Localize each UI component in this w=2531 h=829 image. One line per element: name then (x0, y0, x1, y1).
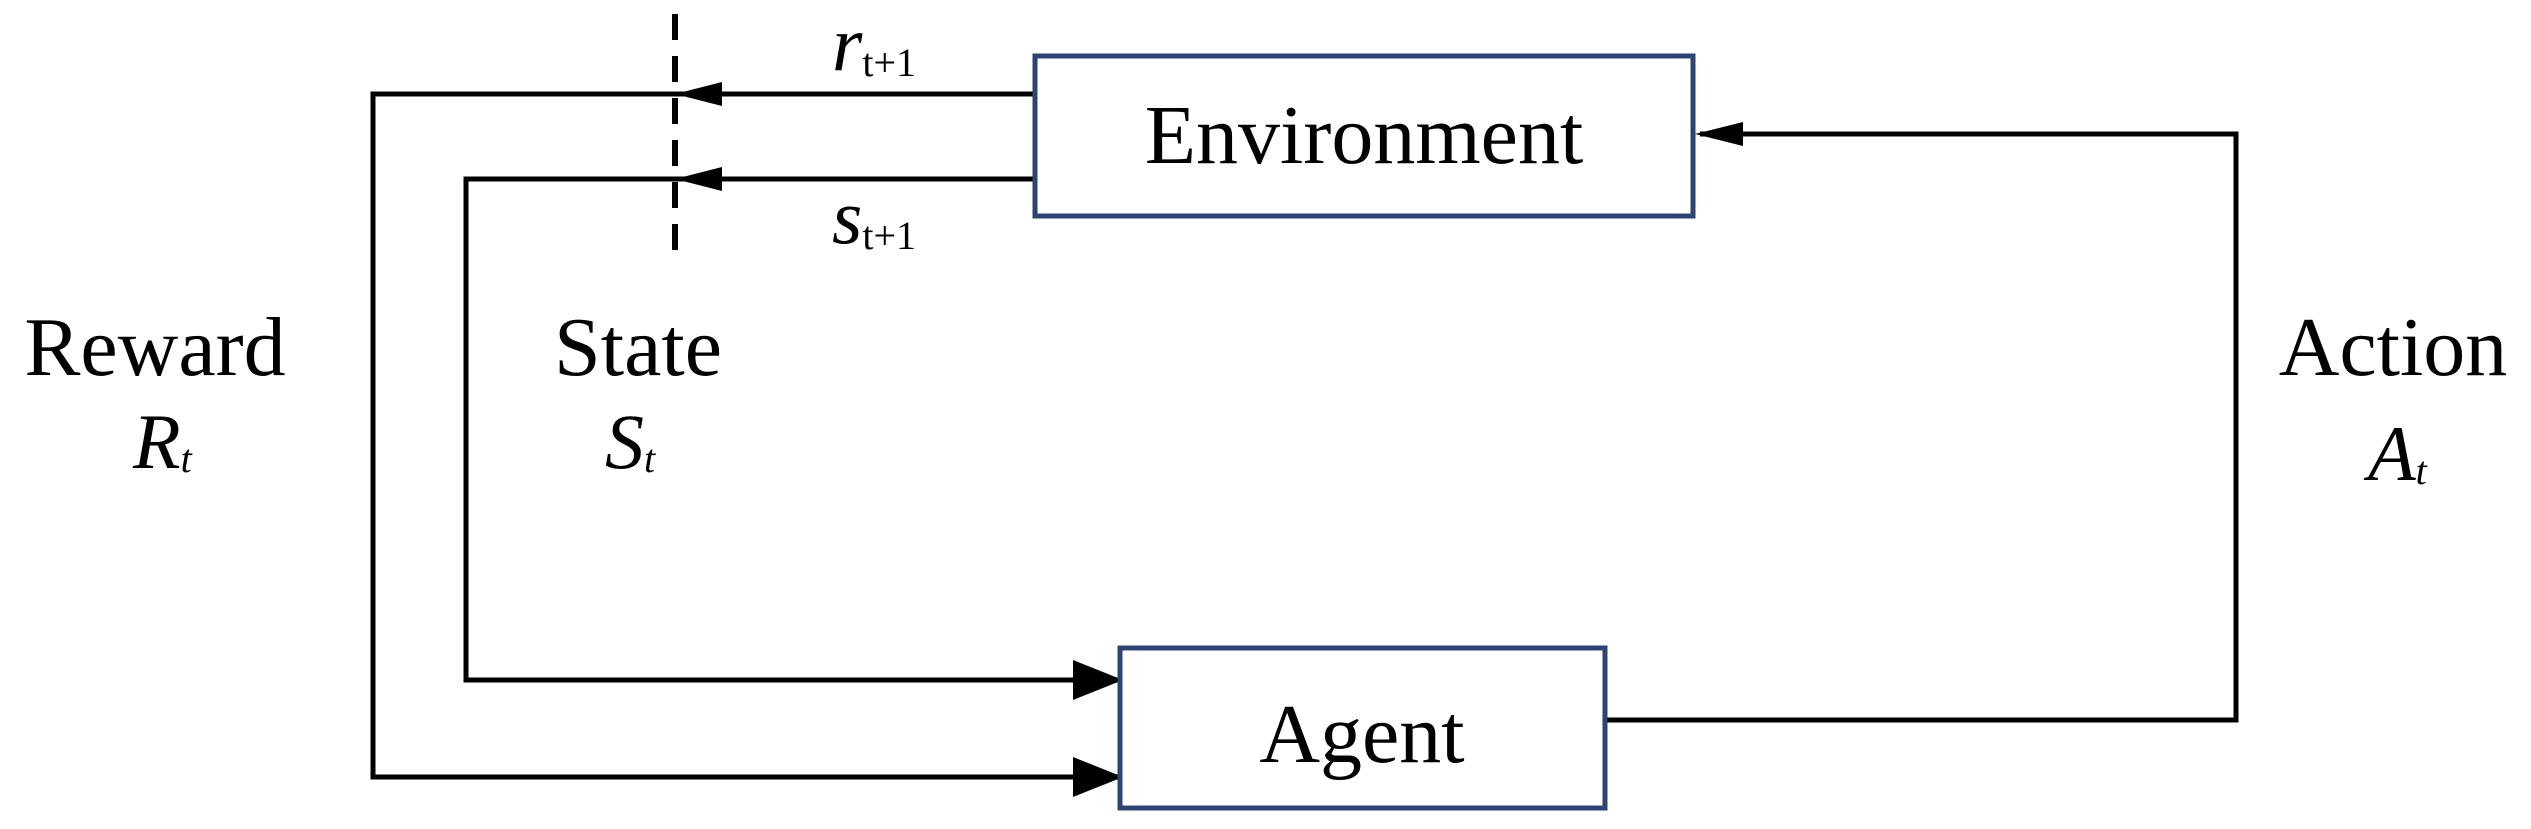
state-word-label: State (554, 301, 722, 394)
action-arrowhead-icon (1695, 122, 1743, 146)
agent-label: Agent (1259, 688, 1464, 781)
environment-box (1032, 53, 1696, 219)
state-left-arrowhead-icon (675, 167, 722, 191)
action-path-line (1605, 131, 2239, 723)
state-symbol-label: St (605, 398, 656, 485)
reward-left-arrowhead-icon (675, 82, 722, 106)
action-word-label: Action (2279, 301, 2508, 394)
reward-symbol-label: Rt (132, 398, 193, 485)
reward-word-label: Reward (24, 301, 285, 394)
action-symbol-label: At (2363, 410, 2428, 497)
environment-label: Environment (1145, 89, 1584, 182)
state-path-line (463, 176, 1123, 700)
reward-path-line (370, 91, 1123, 797)
next-reward-label: rt+1 (832, 0, 916, 87)
agent-box (1117, 645, 1608, 811)
next-state-label: st+1 (832, 173, 916, 260)
